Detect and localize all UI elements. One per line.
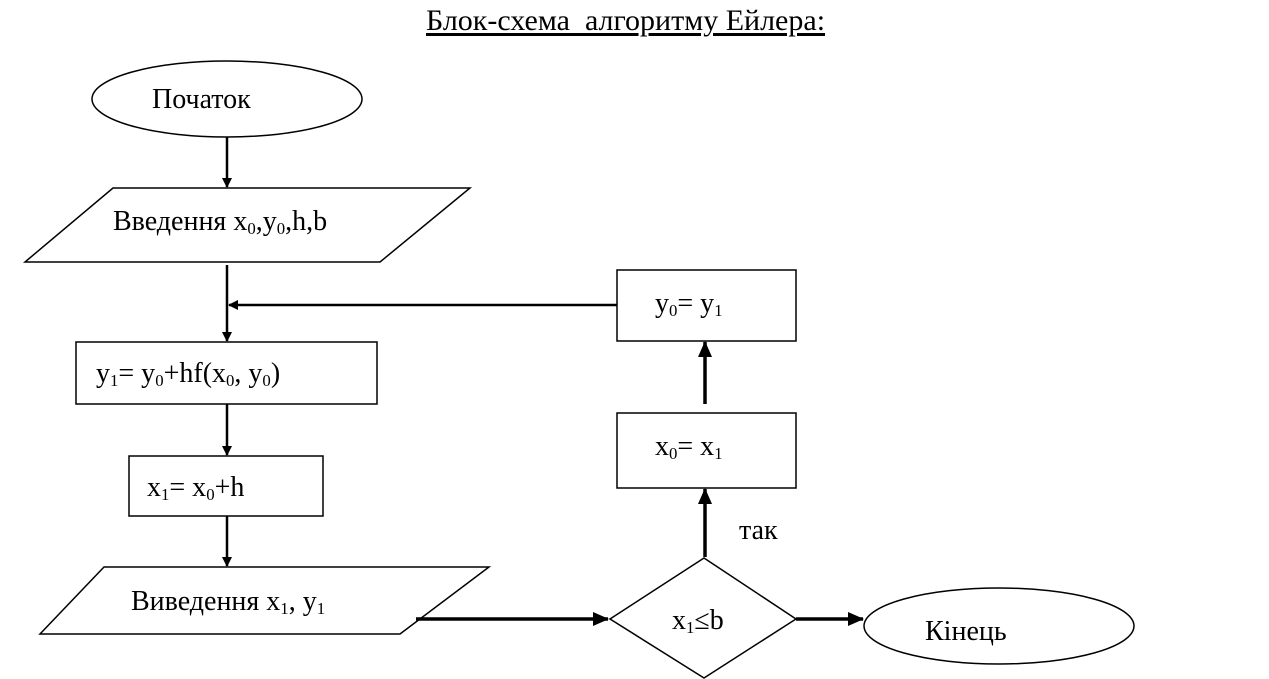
assign-y-label: y0= y1 [655,288,723,321]
yes-branch-label: так [739,515,778,546]
decision-label: x1≤b [672,605,724,638]
input-label: Введення x0,y0,h,b [113,206,328,239]
calc-y-label: y1= y0+hf(x0, y0) [96,358,281,391]
calc-x-label: x1= x0+h [147,472,245,505]
output-label: Виведення x1, y1 [131,586,326,619]
end-label: Кінець [925,616,1007,647]
input-parallelogram [22,187,473,263]
assign-x-label: x0= x1 [655,431,723,464]
calc-y-process [75,341,378,405]
diagram-title: Блок-схема алгоритму Ейлера: [426,4,826,37]
assign-x-process [616,412,797,489]
output-parallelogram [38,566,492,635]
end-terminator [863,587,1135,665]
calc-x-process [128,455,324,517]
decision-diamond [608,557,798,679]
start-label: Початок [152,84,251,115]
